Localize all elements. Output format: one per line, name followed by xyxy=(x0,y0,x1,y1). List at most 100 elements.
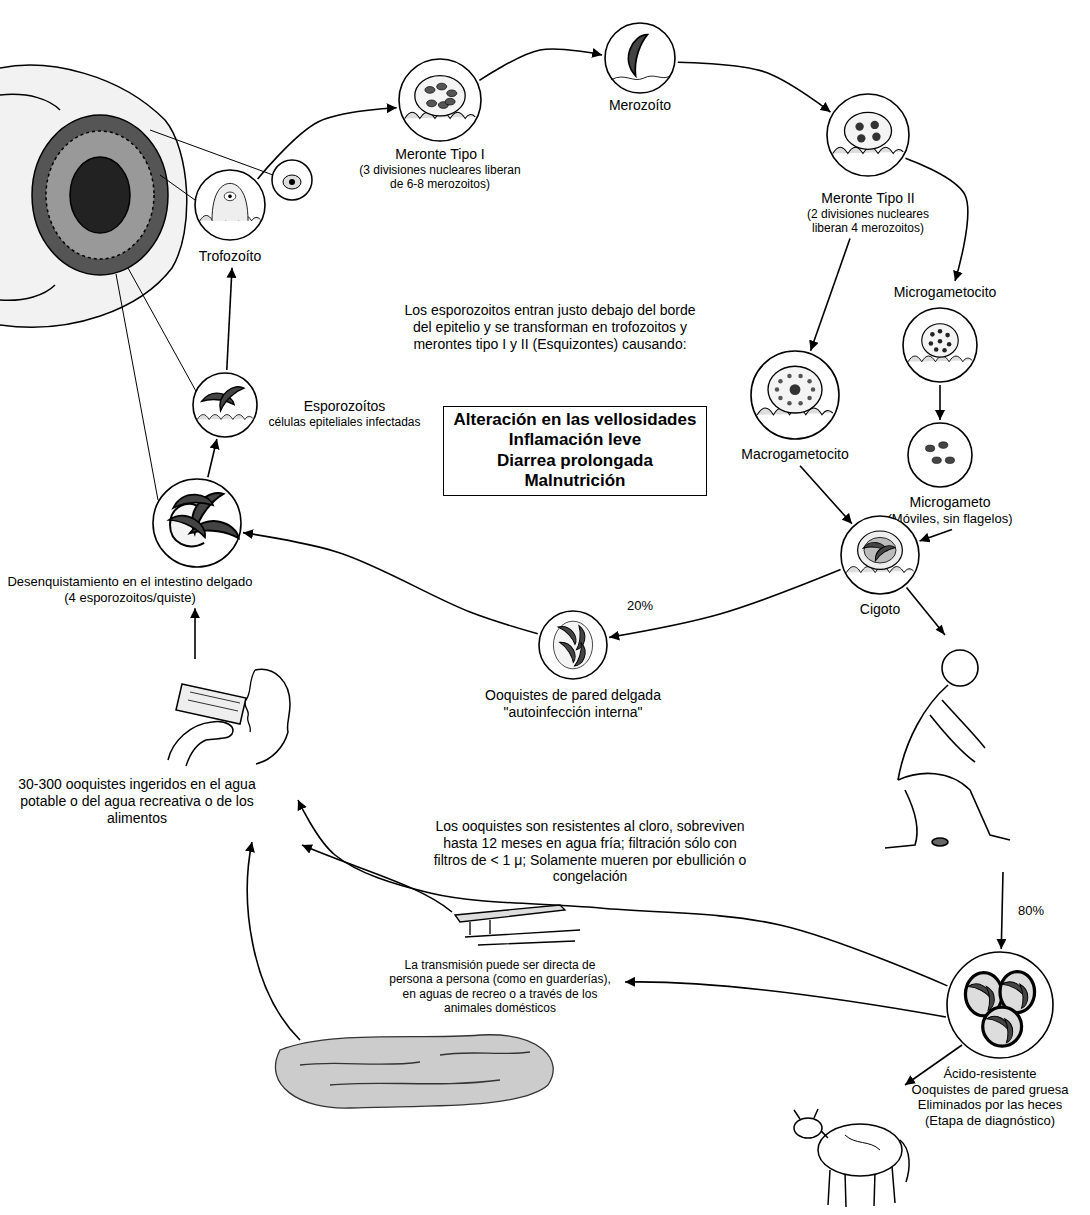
stage-caption: Ooquistes de pared delgada"autoinfección… xyxy=(463,687,683,721)
cycle-arrow xyxy=(811,239,850,351)
pool-illustration xyxy=(455,905,580,945)
cycle-arrow xyxy=(678,62,831,112)
stage-label: Ácido-resistente xyxy=(895,1066,1085,1082)
stage-caption: Macrogametocito xyxy=(725,446,865,463)
sketch-line xyxy=(571,626,589,652)
stage-sketch xyxy=(925,442,954,464)
stage-circle: Esporozoítoscélulas epiteliales infectad… xyxy=(192,372,427,438)
nucleus-dot xyxy=(855,122,863,130)
sketch-line xyxy=(212,183,248,220)
stage-circle-outline xyxy=(907,422,973,488)
note-text: Los esporozoitos entran justo debajo del… xyxy=(400,302,700,352)
stage-label: Microgametocito xyxy=(880,284,1010,301)
sketch-line xyxy=(1001,1019,1015,1044)
stage-sketch xyxy=(833,112,904,153)
intestine-illustration xyxy=(0,65,273,500)
percent-label: 80% xyxy=(1016,903,1046,919)
cell-sketch xyxy=(864,537,896,563)
squatting-man xyxy=(932,838,948,846)
nucleus-dot xyxy=(807,379,812,384)
symptom-list: Alteración en las vellosidadesInflamació… xyxy=(454,410,697,492)
stage-sketch xyxy=(846,531,913,573)
note-text: Los ooquistes son resistentes al cloro, … xyxy=(425,818,755,885)
stage-circle-outline xyxy=(398,58,482,142)
sketch-line xyxy=(213,383,247,411)
sketch-line xyxy=(168,722,233,766)
illustration xyxy=(160,662,295,767)
stage-label: Esporozoítos xyxy=(262,398,427,415)
sketch-line xyxy=(173,491,214,515)
stage-caption: Merozoíto xyxy=(585,97,695,114)
sketch-line xyxy=(569,643,590,669)
cow-illustration xyxy=(794,1118,822,1138)
cell-sketch xyxy=(932,457,941,464)
stage-label: Ooquistes de pared gruesa xyxy=(895,1082,1085,1098)
cycle-arrow xyxy=(800,466,852,524)
stage-circle: Desenquistamiento en el intestino delgad… xyxy=(5,478,255,605)
stage-circle-outline xyxy=(750,350,840,440)
trophozoite-detail xyxy=(272,160,312,200)
trophozoite-detail xyxy=(272,160,312,200)
stage-label: Merozoíto xyxy=(585,97,695,114)
stage-circle-outline xyxy=(604,22,676,94)
stage-circle: Merozoíto xyxy=(585,22,695,114)
nucleus-dot xyxy=(929,341,934,346)
stage-circle: Microgameto(Móviles, sin flagelos) xyxy=(875,422,1025,526)
circle-outline xyxy=(539,611,607,679)
stage-label: (3 divisiones nucleares liberan de 6-8 m… xyxy=(355,163,525,192)
cell-sketch xyxy=(858,531,903,569)
nucleus-dot xyxy=(787,401,792,406)
cell-sketch xyxy=(553,621,592,669)
stage-sketch xyxy=(965,972,1034,1047)
stage-sketch xyxy=(553,621,592,669)
circle-outline xyxy=(195,170,265,240)
nucleus-dot xyxy=(778,379,783,384)
stage-label: Meronte Tipo I xyxy=(355,146,525,163)
cycle-arrow xyxy=(939,385,941,420)
pool-illustration xyxy=(455,905,565,922)
circle-outline xyxy=(399,59,481,141)
circle-outline xyxy=(908,423,972,487)
cow-illustration xyxy=(794,1109,909,1207)
transmission-arrow xyxy=(247,842,300,1040)
stage-caption: Microgametocito xyxy=(880,284,1010,301)
squatting-man xyxy=(942,650,978,686)
pool-illustration xyxy=(470,920,490,935)
nucleus-dot xyxy=(942,348,947,353)
nucleus-dot xyxy=(228,195,232,199)
stage-circle: Meronte Tipo II(2 divisiones nucleares l… xyxy=(793,93,943,236)
squatting-man xyxy=(898,685,948,780)
stage-caption: Ácido-resistenteOoquistes de pared grues… xyxy=(895,1066,1085,1128)
stage-label: Cigoto xyxy=(830,601,930,618)
nucleus-dot xyxy=(775,387,780,392)
stage-caption: Cigoto xyxy=(830,601,930,618)
cycle-arrow xyxy=(243,533,538,634)
cell-sketch xyxy=(415,76,465,116)
sketch-line xyxy=(620,31,657,76)
cell-sketch xyxy=(437,83,447,90)
stage-sketch xyxy=(908,324,972,362)
nucleus-dot xyxy=(857,134,865,142)
sketch-line xyxy=(169,507,210,545)
stage-label: Macrogametocito xyxy=(725,446,865,463)
stage-sketch xyxy=(197,383,252,420)
sketch-line xyxy=(560,639,578,665)
stage-circle-outline xyxy=(538,610,608,680)
stage-caption: Esporozoítoscélulas epiteliales infectad… xyxy=(262,398,427,429)
sketch-line xyxy=(176,684,246,724)
stage-caption: Desenquistamiento en el intestino delgad… xyxy=(5,574,255,605)
stage-circle-outline xyxy=(194,169,266,241)
stage-caption: Meronte Tipo II(2 divisiones nucleares l… xyxy=(793,190,943,236)
pool-illustration xyxy=(465,930,580,945)
sketch-line xyxy=(245,670,255,732)
cow-illustration xyxy=(818,1124,902,1176)
stage-label: Trofozoíto xyxy=(175,248,285,265)
stage-circle-outline xyxy=(902,307,978,383)
cell-sketch xyxy=(945,457,954,464)
cell-sketch xyxy=(768,366,822,413)
cow-illustration xyxy=(845,1135,880,1150)
cycle-arrow xyxy=(609,570,840,638)
stage-circle: Macrogametocito xyxy=(725,350,865,463)
